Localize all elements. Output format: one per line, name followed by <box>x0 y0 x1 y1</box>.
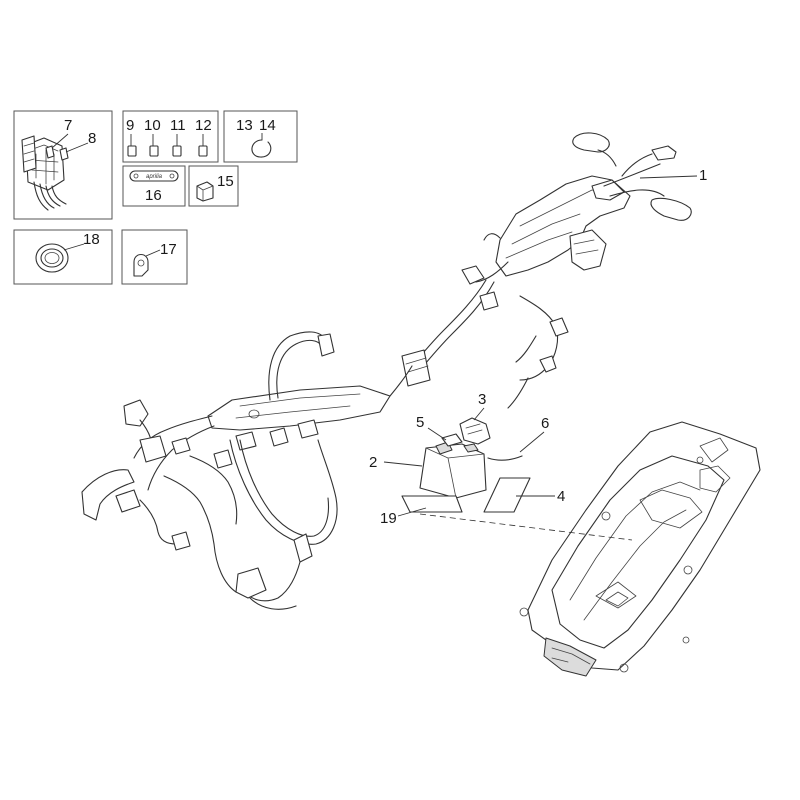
detail-box-grommet: 18 <box>13 229 113 285</box>
leader-17 <box>145 249 161 257</box>
callout-3: 3 <box>478 391 486 408</box>
leader-2 <box>383 461 423 467</box>
connector-mid-2 <box>549 317 569 337</box>
clip-ring-part <box>251 139 272 158</box>
callout-19: 19 <box>380 510 397 527</box>
callout-18: 18 <box>83 231 100 248</box>
connector-left-7 <box>235 431 257 451</box>
fuse-small <box>45 145 69 161</box>
callout-16: 16 <box>145 187 162 204</box>
connector-loop <box>317 333 335 357</box>
leader-7 <box>51 133 69 149</box>
connector-left-4 <box>115 489 141 513</box>
connector-upper <box>591 179 625 201</box>
connector-left-9 <box>297 419 319 439</box>
leader-6 <box>519 431 545 453</box>
callout-6: 6 <box>541 415 549 432</box>
connector-left-6 <box>213 449 233 469</box>
connector-mid-3 <box>539 355 557 373</box>
tray-rear-tab <box>543 637 597 677</box>
box-frame-cable-clamp <box>121 229 188 285</box>
detail-box-fuse-box: 7 8 <box>13 110 113 220</box>
box-frame-connector <box>188 165 239 207</box>
leader-5 <box>427 427 447 441</box>
harness-rear-body <box>207 385 391 431</box>
battery-group <box>401 417 531 513</box>
leader-8 <box>65 142 89 153</box>
indicator-right <box>650 197 692 221</box>
harness-upper-body <box>495 175 631 277</box>
battery-cable <box>487 455 523 461</box>
connector-top <box>651 145 677 161</box>
callout-7: 7 <box>64 117 72 134</box>
battery-tray <box>519 421 761 677</box>
callout-5: 5 <box>416 414 424 431</box>
leader-3 <box>473 407 485 421</box>
detail-box-fuses: 9 10 11 12 <box>122 110 219 163</box>
leader-18 <box>63 243 85 251</box>
harness-left-sheath <box>81 469 135 521</box>
callout-13: 13 <box>236 117 253 134</box>
callout-9: 9 <box>126 117 134 134</box>
connector-block-mid <box>401 349 431 387</box>
detail-box-cable-clamp: 17 <box>121 229 188 285</box>
connector-left-2 <box>139 435 167 463</box>
brand-logo-text: aprilia <box>146 174 163 180</box>
box-frame-fuse-box <box>13 110 113 220</box>
fuse-box-part <box>21 135 67 211</box>
fuse-blade-set <box>127 134 208 157</box>
connector-left-8 <box>269 427 289 447</box>
callout-10: 10 <box>144 117 161 134</box>
connector-lower-1 <box>293 533 313 563</box>
callout-1: 1 <box>699 167 707 184</box>
connector-left-3 <box>171 437 191 455</box>
tray-outer <box>527 421 761 671</box>
callout-14: 14 <box>259 117 276 134</box>
connector-side <box>461 265 485 285</box>
cable-clamp-part <box>133 253 149 277</box>
connector-mid-1 <box>479 291 499 311</box>
logo-plate-part <box>129 170 179 182</box>
box-frame-clip-ring <box>223 110 298 163</box>
connector-lower-2 <box>235 567 267 599</box>
connector-left-1 <box>123 399 149 427</box>
relay-block <box>569 229 607 271</box>
callout-15: 15 <box>217 173 234 190</box>
callout-4: 4 <box>557 488 565 505</box>
battery-pad <box>483 477 531 513</box>
leader-19 <box>397 507 427 517</box>
callout-12: 12 <box>195 117 212 134</box>
battery-strap <box>401 495 463 513</box>
box-frame-logo-plate <box>122 165 186 207</box>
connector-part <box>196 181 214 202</box>
callout-8: 8 <box>88 130 96 147</box>
detail-box-clip-ring: 13 14 <box>223 110 298 163</box>
battery-terminal-bracket <box>459 417 491 445</box>
grommet-part <box>35 243 69 273</box>
callout-11: 11 <box>170 117 186 134</box>
callout-17: 17 <box>160 241 177 258</box>
main-wiring-harness <box>81 132 692 610</box>
box-frame-fuses <box>122 110 219 163</box>
detail-box-logo-plate: aprilia 16 <box>122 165 186 207</box>
connector-left-5 <box>171 531 191 551</box>
callout-2: 2 <box>369 454 377 471</box>
battery <box>419 443 487 499</box>
indicator-left <box>572 132 610 153</box>
box-frame-grommet <box>13 229 113 285</box>
battery-terminal <box>441 433 463 447</box>
leader-1 <box>639 175 698 179</box>
assembly-dashed-line <box>419 513 633 541</box>
detail-box-connector: 15 <box>188 165 239 207</box>
